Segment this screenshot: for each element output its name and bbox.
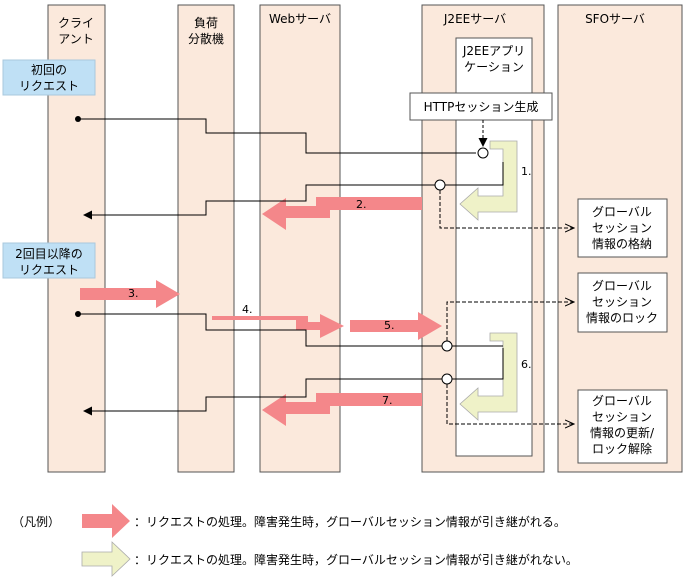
first-request-line bbox=[78, 118, 476, 154]
sfo-update-label-1: グローバル bbox=[592, 394, 652, 408]
sfo-store-box bbox=[577, 198, 668, 258]
legend-yellow-arrow bbox=[81, 541, 131, 577]
j2ee-receive-node-2 bbox=[441, 340, 453, 352]
first-request-box bbox=[2, 59, 96, 96]
pink-arrow-step-7 bbox=[262, 393, 422, 426]
sfo-update-label-3: 情報の更新/ bbox=[590, 425, 655, 440]
j2ee-receive-node-1 bbox=[477, 147, 489, 159]
lane-title-lb-2: 分散機 bbox=[188, 31, 224, 46]
lock-dashed-line bbox=[446, 302, 574, 341]
second-request-box bbox=[2, 242, 96, 279]
lane-title-client-1: クライ bbox=[58, 16, 94, 30]
sfo-store-label-2: セッション bbox=[592, 221, 652, 235]
sfo-store-label-3: 情報の格納 bbox=[592, 236, 652, 251]
sfo-update-label-2: セッション bbox=[592, 410, 652, 424]
j2ee-app-label-1: J2EEアプリ bbox=[462, 44, 525, 58]
first-request-label-1: 初回の bbox=[31, 63, 67, 77]
update-dashed-line bbox=[446, 384, 574, 424]
pink-arrow-step-3 bbox=[80, 280, 180, 308]
lane-load-balancer bbox=[177, 4, 235, 473]
http-session-box bbox=[409, 92, 553, 121]
j2ee-send-node-1 bbox=[434, 179, 446, 191]
first-request-label-2: リクエスト bbox=[19, 79, 79, 93]
step-2-label: 2. bbox=[356, 198, 367, 211]
sfo-lock-label-3: 情報のロック bbox=[586, 311, 658, 325]
step-4-label: 4. bbox=[242, 303, 253, 316]
step-3-label: 3. bbox=[128, 287, 139, 300]
pink-arrow-step-2 bbox=[262, 197, 422, 230]
step-1-label: 1. bbox=[521, 165, 532, 178]
pink-arrow-step-5 bbox=[350, 312, 442, 340]
legend-pink-arrow bbox=[82, 504, 130, 538]
step-5-label: 5. bbox=[384, 319, 395, 332]
j2ee-app-label-2: ケーション bbox=[464, 60, 524, 74]
pink-arrow-step-4 bbox=[212, 304, 344, 338]
sfo-store-label-1: グローバル bbox=[592, 205, 652, 219]
store-dashed-line bbox=[439, 190, 574, 228]
http-session-label: HTTPセッション生成 bbox=[424, 100, 539, 114]
second-response-line bbox=[83, 348, 504, 416]
lane-title-j2ee: J2EEサーバ bbox=[443, 12, 506, 26]
yellow-arrow-step-1 bbox=[459, 140, 518, 221]
second-request-label-2: リクエスト bbox=[19, 263, 79, 277]
first-response-line bbox=[83, 162, 504, 220]
second-request-line bbox=[78, 313, 442, 347]
lane-title-web: Webサーバ bbox=[269, 12, 331, 26]
j2ee-send-node-2 bbox=[441, 373, 453, 385]
legend-pink-text: ：リクエストの処理。障害発生時，グローバルセッション情報が引き継がれる。 bbox=[134, 514, 566, 529]
sfo-lock-box bbox=[577, 272, 668, 333]
lane-title-sfo: SFOサーバ bbox=[585, 12, 645, 26]
sfo-update-box bbox=[577, 389, 668, 464]
yellow-arrow-step-6 bbox=[459, 332, 518, 421]
step-7-label: 7. bbox=[382, 394, 393, 407]
sfo-lock-label-1: グローバル bbox=[592, 279, 652, 293]
legend-yellow-text: ：リクエストの処理。障害発生時，グローバルセッション情報が引き継がれない。 bbox=[134, 552, 578, 567]
sfo-lock-label-2: セッション bbox=[592, 295, 652, 309]
lane-title-lb-1: 負荷 bbox=[194, 16, 218, 30]
lane-title-client-2: アント bbox=[58, 32, 94, 46]
step-6-label: 6. bbox=[521, 358, 532, 371]
second-request-label-1: 2回目以降の bbox=[15, 247, 83, 261]
legend-title: （凡例） bbox=[12, 515, 60, 529]
sfo-update-label-4: ロック解除 bbox=[592, 441, 652, 456]
